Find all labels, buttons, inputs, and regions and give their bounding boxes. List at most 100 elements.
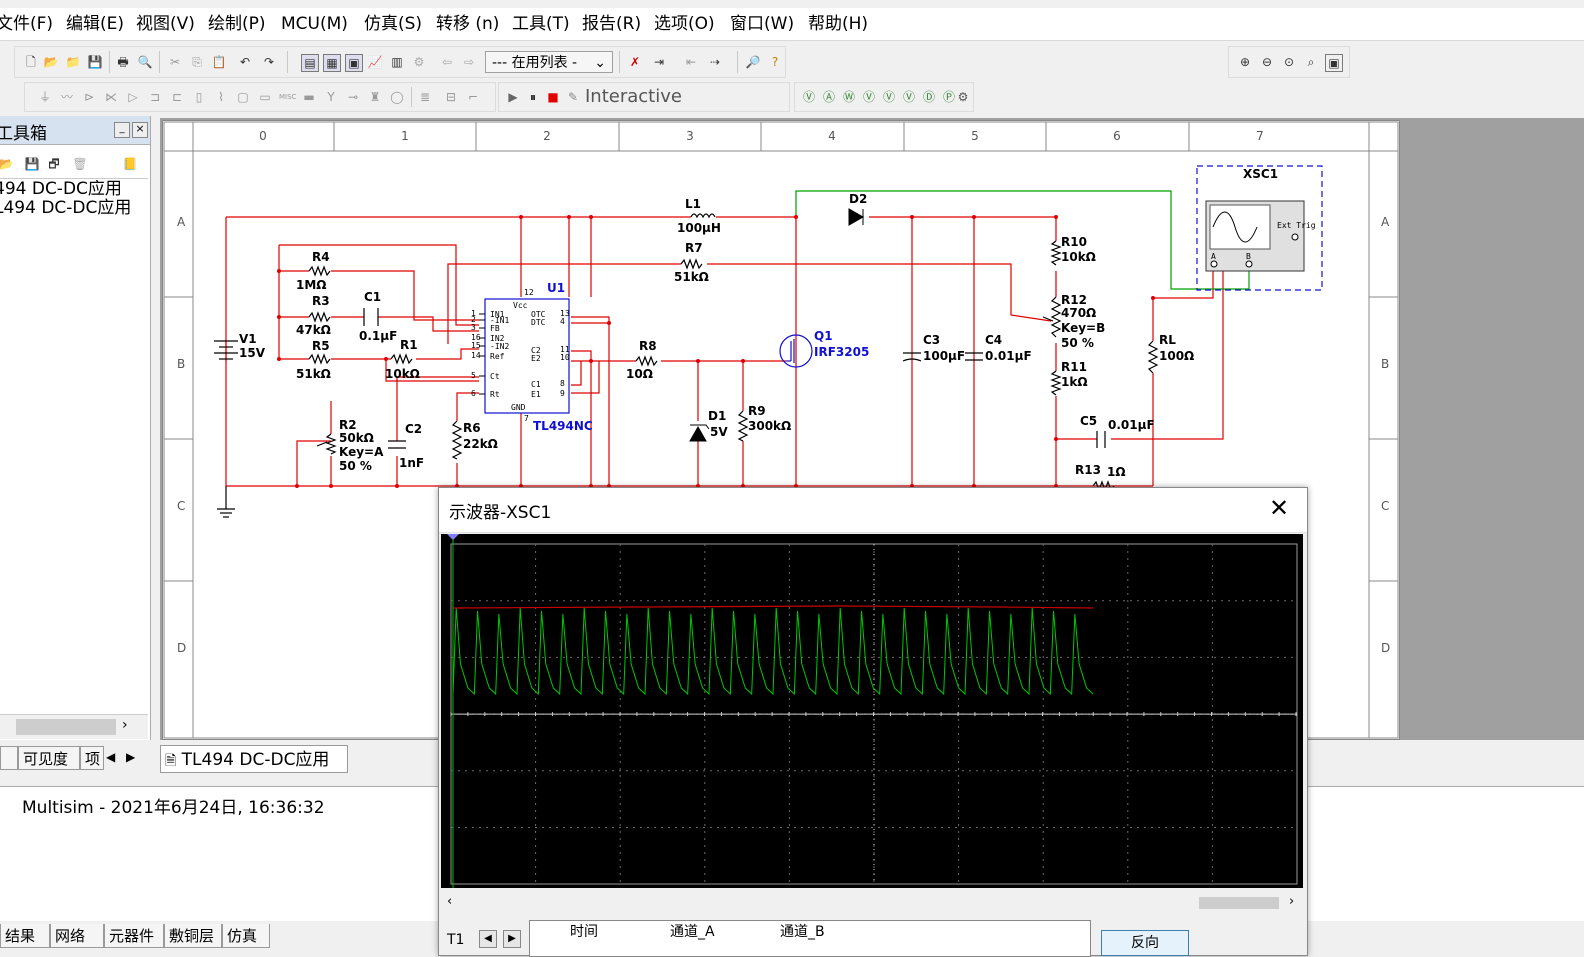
mixed-icon[interactable]: ⌇ <box>218 90 224 104</box>
tab-design[interactable]: 🗎 TL494 DC-DC应用 <box>160 745 348 773</box>
connector-icon[interactable]: ◯ <box>390 90 404 104</box>
advanced-peripherals-icon[interactable]: ▬ <box>303 90 315 104</box>
menu-item[interactable]: 窗口(W) <box>730 14 795 34</box>
electromechanical-icon[interactable]: ⊸ <box>347 90 359 104</box>
menu-item[interactable]: 绘制(P) <box>208 14 266 34</box>
back-annotate-icon[interactable]: ⇦ <box>441 55 453 69</box>
export-icon[interactable]: ⇢ <box>709 55 721 69</box>
diff-voltage-probe-icon[interactable]: Ⓥ <box>862 90 875 104</box>
horizontal-scrollbar[interactable]: › <box>0 714 148 739</box>
scope-scrollbar[interactable]: ‹ › <box>441 894 1303 912</box>
open-folder-icon[interactable]: 📂 <box>0 157 14 171</box>
basic-icon[interactable]: 〰 <box>60 90 73 104</box>
voltage-current-probe-icon[interactable]: Ⓥ <box>882 90 895 104</box>
oscilloscope-window[interactable]: 示波器-XSC1 ✕ ‹ › T1 ◀ ▶ 时间 通道_A 通道_B 反向 <box>438 487 1308 957</box>
current-probe-icon[interactable]: Ⓐ <box>822 90 835 104</box>
menu-item[interactable]: 视图(V) <box>136 14 195 34</box>
close-icon[interactable]: × <box>132 122 148 138</box>
mcu-icon[interactable]: ≣ <box>419 90 431 104</box>
tab-nets[interactable]: 网络 <box>50 924 104 948</box>
erc-icon[interactable]: ✗ <box>629 55 641 69</box>
open-file-icon[interactable]: 📂 <box>43 55 59 69</box>
scroll-right-icon[interactable]: › <box>1289 894 1295 909</box>
probe-settings-icon[interactable]: Ⓟ <box>942 90 955 104</box>
close-icon[interactable]: ✕ <box>1269 494 1290 522</box>
undo-icon[interactable]: ↶ <box>239 55 251 69</box>
menu-item[interactable]: 报告(R) <box>582 14 642 34</box>
menu-item[interactable]: 转移 (n) <box>436 14 500 34</box>
indicator-icon[interactable]: ▢ <box>237 90 249 104</box>
transistor-icon[interactable]: ⋉ <box>105 90 117 104</box>
menu-item[interactable]: 仿真(S) <box>364 14 423 34</box>
component-wizard-icon[interactable]: ⚙ <box>413 55 425 69</box>
menu-item[interactable]: 文件(F) <box>0 14 54 34</box>
probe-icon[interactable]: ✎ <box>567 90 579 104</box>
cursor-t1-handle[interactable] <box>447 534 459 540</box>
zoom-in-icon[interactable]: ⊕ <box>1239 55 1251 69</box>
fullscreen-icon[interactable]: ▣ <box>1325 54 1343 72</box>
tab-simulation[interactable]: 仿真 <box>222 924 270 948</box>
digital-probe-icon[interactable]: Ⓓ <box>922 90 935 104</box>
open-sample-icon[interactable]: 📁 <box>65 55 81 69</box>
help-icon[interactable]: ? <box>771 55 779 69</box>
tab-results[interactable]: 结果 <box>0 924 50 948</box>
zoom-area-icon[interactable]: ⊙ <box>1283 55 1295 69</box>
scroll-left-icon[interactable]: ‹ <box>447 894 453 909</box>
tab-scroll-left-icon[interactable]: ◀ <box>106 750 116 764</box>
menu-item[interactable]: 帮助(H) <box>808 14 869 34</box>
reverse-button[interactable]: 反向 <box>1101 930 1189 956</box>
ttl-icon[interactable]: ⊐ <box>149 90 161 104</box>
cut-icon[interactable]: ✂ <box>169 55 181 69</box>
power-probe-icon[interactable]: Ⓦ <box>842 90 855 104</box>
menu-item[interactable]: 编辑(E) <box>66 14 125 34</box>
analog-icon[interactable]: ▷ <box>128 90 138 104</box>
t1-right-arrow-icon[interactable]: ▶ <box>503 930 521 948</box>
menu-item[interactable]: 工具(T) <box>512 14 570 34</box>
bus-icon[interactable]: ⌐ <box>467 90 479 104</box>
tree-item[interactable]: L494 DC-DC应用 <box>0 198 132 218</box>
forward-annotate-icon[interactable]: ⇨ <box>463 55 475 69</box>
stop-icon[interactable]: ■ <box>547 90 559 104</box>
print-icon[interactable]: 🖶 <box>117 55 129 69</box>
in-use-list-dropdown[interactable]: --- 在用列表 - ⌄ <box>485 51 613 73</box>
t1-left-arrow-icon[interactable]: ◀ <box>479 930 497 948</box>
ref-probe-icon[interactable]: Ⓥ <box>902 90 915 104</box>
menu-item[interactable]: MCU(M) <box>281 14 348 34</box>
design-toolbox-icon[interactable]: ▤ <box>301 54 319 72</box>
pause-icon[interactable]: ⏸ <box>529 90 536 104</box>
zoom-out-icon[interactable]: ⊖ <box>1261 55 1273 69</box>
interactive-mode-label[interactable]: Interactive <box>585 86 682 107</box>
diode-icon[interactable]: ⊳ <box>83 90 95 104</box>
tab-copper-layers[interactable]: 敷铜层 <box>164 924 222 948</box>
hierarchical-block-icon[interactable]: ⊟ <box>445 90 457 104</box>
find-icon[interactable]: 🔎 <box>745 55 761 69</box>
save-icon[interactable]: 💾 <box>24 157 40 171</box>
database-manager-icon[interactable]: ▣ <box>345 54 363 72</box>
new-file-icon[interactable]: 🗋 <box>26 55 36 69</box>
tab-hidden[interactable] <box>0 746 18 770</box>
redo-icon[interactable]: ↷ <box>263 55 275 69</box>
scroll-right-icon[interactable]: › <box>122 717 128 733</box>
print-preview-icon[interactable]: 🔍 <box>137 55 153 69</box>
power-icon[interactable]: ▭ <box>259 90 271 104</box>
tab-project[interactable]: 项 <box>80 746 104 770</box>
postprocessor-icon[interactable]: ▥ <box>391 55 403 69</box>
copy-icon[interactable]: ⎘ <box>192 55 202 69</box>
zoom-sheet-icon[interactable]: ⌕ <box>1307 55 1315 69</box>
oscilloscope-titlebar[interactable]: 示波器-XSC1 ✕ <box>439 488 1307 533</box>
properties-icon[interactable]: 📒 <box>122 157 138 171</box>
misc-digital-icon[interactable]: ▯ <box>195 90 203 104</box>
save-icon[interactable]: 💾 <box>87 55 103 69</box>
spreadsheet-view-icon[interactable]: ▦ <box>323 54 341 72</box>
gear-icon[interactable]: ⚙ <box>957 90 969 104</box>
paste-icon[interactable]: 📋 <box>211 55 227 69</box>
source-icon[interactable]: ⏚ <box>38 90 51 104</box>
misc-icon[interactable]: MISC <box>279 93 297 101</box>
cmos-icon[interactable]: ⊏ <box>171 90 183 104</box>
back-icon[interactable]: ⇤ <box>685 55 697 69</box>
voltage-probe-icon[interactable]: Ⓥ <box>802 90 815 104</box>
ni-component-icon[interactable]: ♜ <box>369 90 381 104</box>
tab-components[interactable]: 元器件 <box>104 924 164 948</box>
tree-item[interactable]: 494 DC-DC应用 <box>0 180 122 199</box>
new-window-icon[interactable]: 🗗 <box>48 157 60 171</box>
